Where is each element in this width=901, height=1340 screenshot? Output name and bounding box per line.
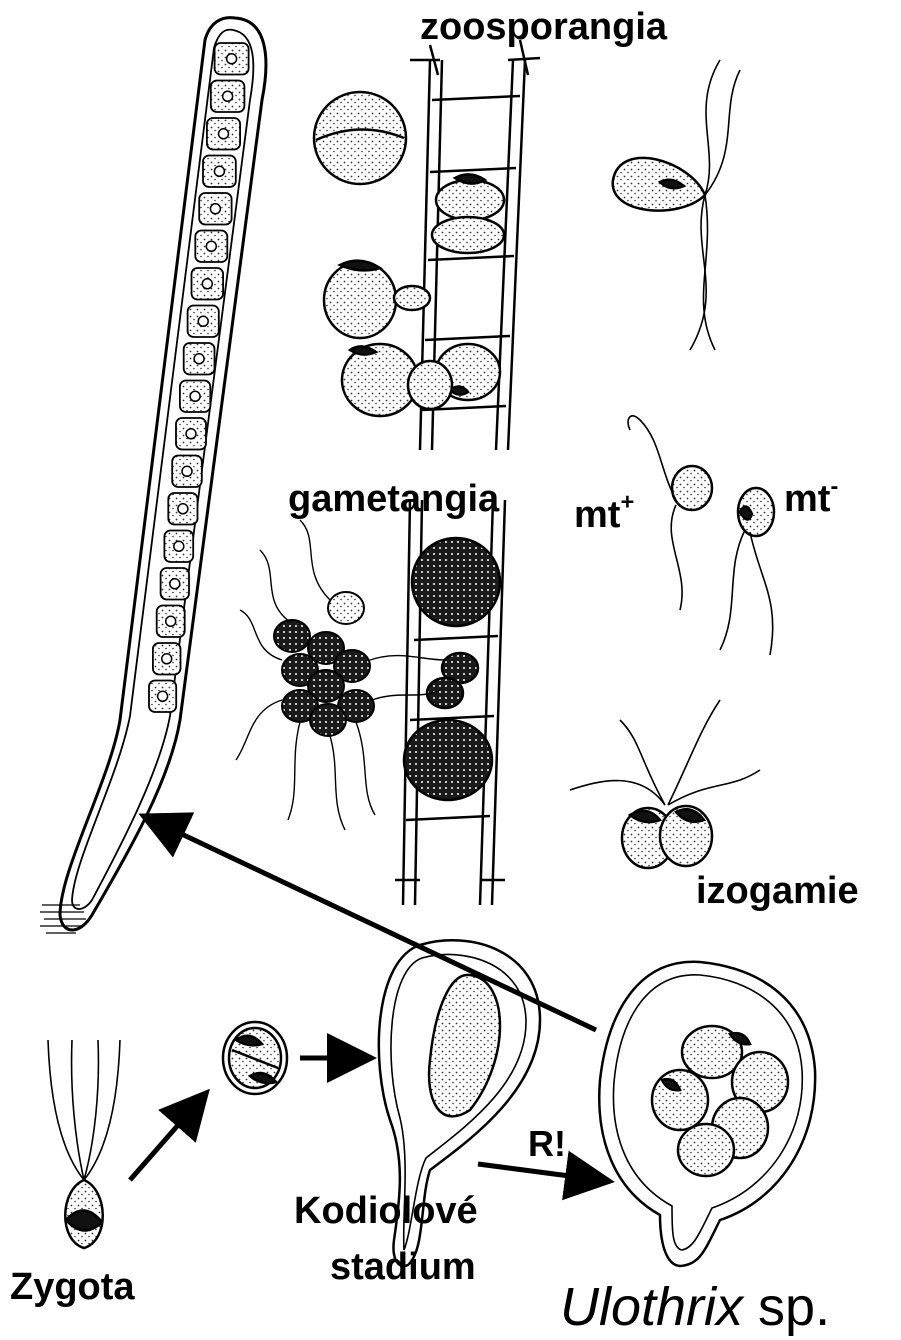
- filament-cell-nucleus: [223, 91, 233, 101]
- filament-cell-nucleus: [174, 541, 184, 551]
- label-mt-minus: mt-: [784, 480, 838, 518]
- label-mt-plus-sup: +: [620, 488, 634, 514]
- label-mt-plus-base: mt: [574, 494, 620, 536]
- filament-cell-nucleus: [186, 429, 196, 439]
- label-zygota: Zygota: [10, 1268, 135, 1306]
- germinating-zygote: [223, 1022, 287, 1094]
- filament-cell-nucleus: [202, 279, 212, 289]
- filament-cell-nucleus: [158, 691, 168, 701]
- filament: [40, 18, 266, 933]
- filament-cell-nucleus: [214, 166, 224, 176]
- label-stadium: stadium: [330, 1248, 476, 1286]
- label-mt-minus-sup: -: [830, 472, 838, 498]
- filament-cell-nucleus: [219, 129, 229, 139]
- label-mt-minus-base: mt: [784, 478, 830, 520]
- arrow-codiolum-to-sporangium: [478, 1164, 600, 1180]
- zoospores-left: [314, 92, 452, 416]
- label-izogamie: izogamie: [696, 872, 859, 910]
- codiolum-sporangium: [599, 962, 815, 1266]
- arrow-zygote-to-germination: [130, 1100, 200, 1180]
- gamete-mt-minus: [720, 488, 774, 655]
- label-r-mark: R!: [528, 1126, 566, 1162]
- filament-cell-nucleus: [190, 391, 200, 401]
- species-suffix: sp.: [743, 1277, 830, 1337]
- label-kodiolove: Kodiolové: [294, 1192, 478, 1230]
- gametangia-filament: [395, 500, 505, 905]
- species-title: Ulothrix sp.: [560, 1280, 830, 1334]
- filament-cell-nucleus: [210, 204, 220, 214]
- filament-cell-nucleus: [170, 579, 180, 589]
- filament-cell-nucleus: [194, 354, 204, 364]
- label-zoosporangia: zoosporangia: [420, 8, 667, 46]
- zoospore-free: [613, 60, 740, 350]
- arrow-sporangium-to-filament: [152, 820, 596, 1030]
- species-genus: Ulothrix: [560, 1277, 743, 1337]
- filament-cell-nucleus: [227, 54, 237, 64]
- zygote: [48, 1040, 120, 1248]
- filament-cell-nucleus: [166, 616, 176, 626]
- filament-cell-nucleus: [206, 241, 216, 251]
- filament-cell-nucleus: [198, 316, 208, 326]
- gamete-mt-plus: [628, 416, 712, 610]
- isogamy-pair: [570, 700, 760, 868]
- filament-cell-nucleus: [178, 504, 188, 514]
- filament-cell-nucleus: [182, 466, 192, 476]
- label-mt-plus: mt+: [574, 496, 634, 534]
- label-gametangia: gametangia: [288, 480, 499, 518]
- filament-cell-nucleus: [162, 654, 172, 664]
